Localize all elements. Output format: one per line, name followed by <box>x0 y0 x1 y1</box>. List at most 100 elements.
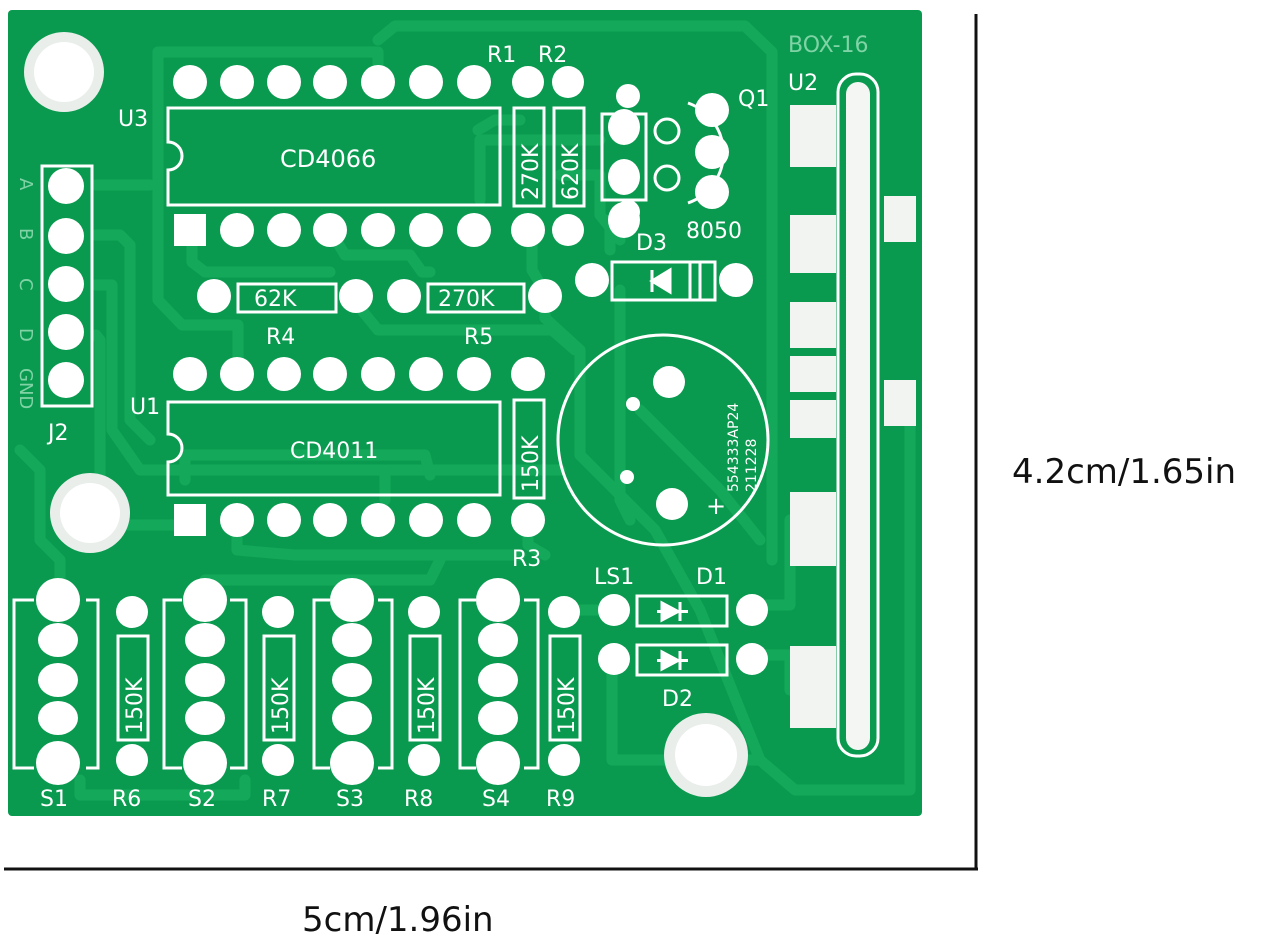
switch-pad <box>478 701 518 735</box>
ls1-ref: LS1 <box>594 565 634 590</box>
d3-outline <box>610 260 717 302</box>
u1-pin-pad <box>313 503 347 537</box>
switch-pad <box>38 663 78 697</box>
resistor-pad <box>548 744 580 776</box>
buzzer-marking-1: 554333AP24 <box>726 403 742 492</box>
u3-pin-pad <box>361 65 395 99</box>
u1-pin-pad <box>361 503 395 537</box>
q1-side-pad <box>608 109 640 145</box>
u3-pin1-pad <box>174 214 206 246</box>
u3-pin-pad <box>457 65 491 99</box>
switch-pad <box>332 663 372 697</box>
d2-pad <box>598 643 630 675</box>
r1-pad <box>512 66 544 98</box>
resistor-pad <box>387 279 421 313</box>
u3-part: CD4066 <box>280 145 376 173</box>
switch-pad <box>38 701 78 735</box>
switch-pad <box>36 741 80 785</box>
j2-pin-pad <box>48 266 84 302</box>
u2-slot <box>846 82 870 750</box>
u1-ref: U1 <box>130 395 160 420</box>
height-dimension-label: 4.2cm/1.65in <box>1012 452 1237 492</box>
d1-pad <box>736 594 768 626</box>
u3-outline <box>166 106 502 207</box>
q1-side-pad <box>608 159 640 195</box>
switch-pad <box>476 578 520 622</box>
r8-outline <box>408 634 442 742</box>
r4-ref: R4 <box>266 325 295 350</box>
s3-ref: S3 <box>336 787 364 812</box>
s3-outline <box>312 598 394 770</box>
u3-pin-pad <box>220 65 254 99</box>
j2-outline <box>40 164 94 408</box>
d2-pad <box>736 643 768 675</box>
r7-ref: R7 <box>262 787 291 812</box>
u3-pin-pad <box>313 65 347 99</box>
switch-pad <box>38 623 78 657</box>
u3-pin-pad <box>361 213 395 247</box>
j2-pin-pad <box>48 218 84 254</box>
mounting-hole-mid-left-inner <box>60 483 120 543</box>
r5-value: 270K <box>438 287 495 312</box>
u3-pin-pad <box>267 65 301 99</box>
j2-pin-pad <box>48 168 84 204</box>
q1-part: 8050 <box>686 219 742 244</box>
u3-ref: U3 <box>118 107 148 132</box>
d1-outline <box>635 594 729 628</box>
d3-pad <box>575 263 609 297</box>
r1-outline <box>512 106 546 208</box>
switch-pad <box>332 623 372 657</box>
r2-ref: R2 <box>538 43 567 68</box>
through-hole-pads <box>36 65 768 785</box>
u3-pin-pad <box>313 213 347 247</box>
q1-pin-pad <box>695 175 729 209</box>
u3-pin-pad <box>173 65 207 99</box>
u3-pin-pad <box>409 213 443 247</box>
u1-pin-pad <box>409 503 443 537</box>
q1-aux-pad <box>616 84 640 108</box>
resistor-pad <box>548 596 580 628</box>
u1-pin-pad <box>313 357 347 391</box>
resistor-pad <box>116 596 148 628</box>
ls1-outline <box>556 333 770 547</box>
r2-outline <box>552 106 586 208</box>
r4-value: 62K <box>254 287 297 312</box>
u1-part: CD4011 <box>290 439 378 464</box>
d1-pad <box>598 594 630 626</box>
r8-ref: R8 <box>404 787 433 812</box>
width-dimension-label: 5cm/1.96in <box>302 900 494 940</box>
u2-ref: U2 <box>788 71 818 96</box>
q1-marker-bottom <box>653 164 681 192</box>
j2-pin-a: A <box>15 178 36 191</box>
switch-pad <box>36 578 80 622</box>
j2-pin-c: C <box>15 278 36 291</box>
r2-pad <box>552 66 584 98</box>
buzzer-pad <box>653 366 685 398</box>
s1-ref: S1 <box>40 787 68 812</box>
j2-pin-pad <box>48 362 84 398</box>
silkscreen-text: BOX-16 U2 U3 CD4066 U1 CD4011 R1 R2 270K… <box>15 33 869 812</box>
switch-pad <box>183 578 227 622</box>
r9-value: 150K <box>555 677 580 734</box>
j2-pin-gnd: GND <box>15 368 36 409</box>
u3-pin-pad <box>267 213 301 247</box>
q1-pin-pad <box>695 135 729 169</box>
j2-pin-pad <box>48 314 84 350</box>
r9-outline <box>548 634 582 742</box>
switch-pad <box>478 663 518 697</box>
buzzer-pad <box>656 488 688 520</box>
buzzer-via <box>620 470 634 484</box>
resistor-pad <box>408 596 440 628</box>
q1-marker-top <box>653 117 681 145</box>
d2-outline <box>635 643 729 677</box>
d2-ref: D2 <box>662 687 693 712</box>
diode-symbols <box>649 262 702 672</box>
q1-ref: Q1 <box>738 87 769 112</box>
u1-pin-pad <box>267 357 301 391</box>
s2-outline <box>162 598 248 770</box>
switch-pad <box>185 623 225 657</box>
switch-pad <box>183 741 227 785</box>
u1-pin-pad <box>361 357 395 391</box>
